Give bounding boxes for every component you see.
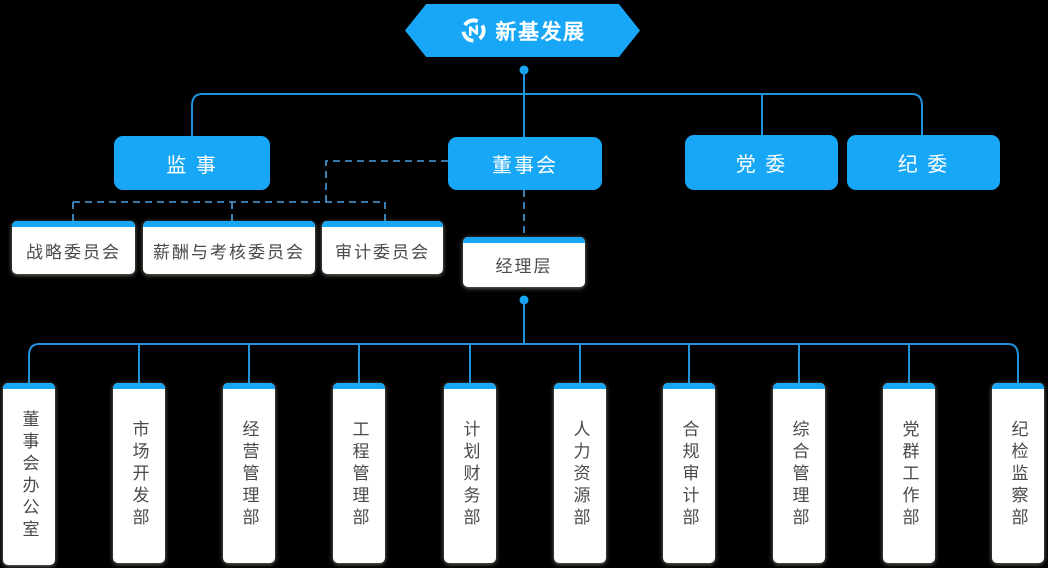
node-label: 党群工作部 xyxy=(899,420,919,530)
node-dept-planning-finance: 计划财务部 xyxy=(444,383,496,563)
node-dept-human-resources: 人力资源部 xyxy=(554,383,606,563)
node-accent-bar xyxy=(143,221,315,227)
node-dept-engineering-management: 工程管理部 xyxy=(333,383,385,563)
node-dept-discipline-inspection: 纪检监察部 xyxy=(992,383,1044,563)
node-discipline-committee: 纪 委 xyxy=(847,135,1000,190)
node-label: 市场开发部 xyxy=(129,420,149,530)
node-accent-bar xyxy=(773,383,825,389)
node-dept-party-mass-work: 党群工作部 xyxy=(883,383,935,563)
node-label: 战略委员会 xyxy=(26,242,121,262)
node-strategy-committee: 战略委员会 xyxy=(12,221,135,274)
node-accent-bar xyxy=(444,383,496,389)
node-label: 审计委员会 xyxy=(335,242,430,262)
node-dept-board-office: 董事会办公室 xyxy=(3,383,55,565)
node-label: 人力资源部 xyxy=(570,420,590,530)
root-node-banner: 新基发展 xyxy=(405,4,640,57)
dashed-connectors xyxy=(72,160,525,237)
node-accent-bar xyxy=(223,383,275,389)
department-tree-line xyxy=(28,343,1019,384)
node-accent-bar xyxy=(883,383,935,389)
node-label: 董事会 xyxy=(492,155,558,177)
node-dept-compliance-audit: 合规审计部 xyxy=(663,383,715,563)
node-label: 党 委 xyxy=(735,154,788,176)
node-label: 经理层 xyxy=(495,257,553,276)
node-accent-bar xyxy=(554,383,606,389)
level2-tree-line xyxy=(191,93,923,137)
node-label: 经营管理部 xyxy=(239,420,259,530)
node-label: 合规审计部 xyxy=(679,420,699,530)
node-accent-bar xyxy=(992,383,1044,389)
node-audit-committee: 审计委员会 xyxy=(322,221,443,274)
node-label: 工程管理部 xyxy=(349,420,369,530)
node-label: 薪酬与考核委员会 xyxy=(153,242,305,262)
node-party-committee: 党 委 xyxy=(685,135,838,190)
node-accent-bar xyxy=(333,383,385,389)
node-accent-bar xyxy=(663,383,715,389)
board-to-committees-dashed-line xyxy=(325,160,448,202)
node-label: 综合管理部 xyxy=(789,420,809,530)
node-management-layer: 经理层 xyxy=(463,237,585,287)
n-ring-logo-icon xyxy=(460,17,487,44)
node-label: 计划财务部 xyxy=(460,420,480,530)
node-accent-bar xyxy=(3,383,55,389)
node-label: 董事会办公室 xyxy=(19,410,39,542)
node-label: 纪检监察部 xyxy=(1008,420,1028,530)
node-dept-market-development: 市场开发部 xyxy=(113,383,165,563)
company-title: 新基发展 xyxy=(495,20,586,44)
node-compensation-assessment-committee: 薪酬与考核委员会 xyxy=(143,221,315,274)
node-dept-general-management: 综合管理部 xyxy=(773,383,825,563)
node-accent-bar xyxy=(322,221,443,227)
node-board-of-directors: 董事会 xyxy=(448,137,602,190)
node-accent-bar xyxy=(463,237,585,243)
solid-connectors xyxy=(28,65,1019,384)
node-supervisors: 监 事 xyxy=(114,136,270,190)
node-accent-bar xyxy=(113,383,165,389)
node-dept-operations-management: 经营管理部 xyxy=(223,383,275,563)
node-accent-bar xyxy=(12,221,135,227)
node-label: 监 事 xyxy=(166,154,218,177)
node-label: 纪 委 xyxy=(897,154,950,176)
